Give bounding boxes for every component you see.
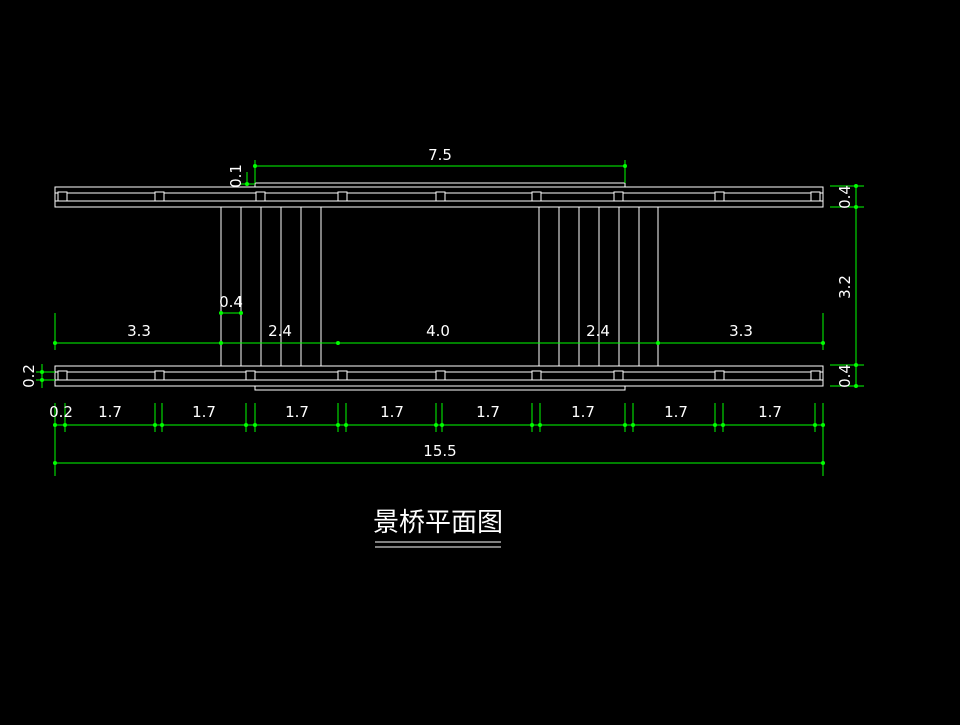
dim-spacing-1: 1.7 xyxy=(98,403,122,421)
dim-spacing-5: 1.7 xyxy=(476,403,500,421)
dim-spacing-7: 1.7 xyxy=(664,403,688,421)
dim-pillar-width: 0.4 xyxy=(219,293,243,311)
dim-middle-segment: 4.0 xyxy=(426,322,450,340)
dim-spacing-8: 1.7 xyxy=(758,403,782,421)
dim-right-top: 0.4 xyxy=(836,185,854,209)
dim-total-length: 15.5 xyxy=(423,442,456,460)
dim-left-side: 0.2 xyxy=(20,364,38,388)
dim-left-pier: 2.4 xyxy=(268,322,292,340)
top-railing-posts xyxy=(57,191,821,202)
dim-spacing-3: 1.7 xyxy=(285,403,309,421)
title-underline xyxy=(375,541,501,548)
dim-spacing-2: 1.7 xyxy=(192,403,216,421)
dim-top-span: 7.5 xyxy=(428,146,452,164)
dim-spacing-4: 1.7 xyxy=(380,403,404,421)
dim-right-segment: 3.3 xyxy=(729,322,753,340)
dim-top-offset: 0.1 xyxy=(227,164,245,188)
dim-right-middle: 3.2 xyxy=(836,275,854,299)
dimension-ticks xyxy=(40,164,858,465)
drawing-title: 景桥平面图 xyxy=(373,508,503,538)
bottom-railing-posts xyxy=(57,370,821,381)
dim-spacing-6: 1.7 xyxy=(571,403,595,421)
right-pier xyxy=(538,207,659,366)
dim-right-pier: 2.4 xyxy=(586,322,610,340)
dim-edge-left: 0.2 xyxy=(49,403,73,421)
dim-left-segment: 3.3 xyxy=(127,322,151,340)
dimension-lines xyxy=(36,160,864,476)
left-pier xyxy=(220,207,322,366)
dim-right-bottom: 0.4 xyxy=(836,364,854,388)
